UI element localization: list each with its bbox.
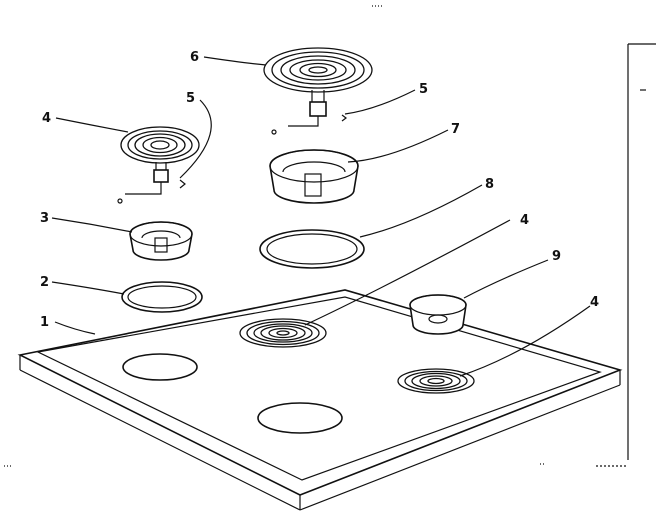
callout-8: 8 (485, 177, 494, 192)
drip-bowl-part-7 (269, 149, 359, 204)
trim-ring-part-2 (121, 281, 203, 313)
callout-5-left: 5 (186, 91, 195, 106)
callout-4-right: 4 (590, 295, 599, 310)
receptacle-part-5-left (179, 179, 186, 189)
callout-4-left: 4 (42, 111, 51, 126)
drip-bowl-part-3 (129, 221, 193, 261)
callout-4-center: 4 (520, 213, 529, 228)
leader-lines (51, 56, 591, 377)
trim-ring-part-8 (259, 229, 365, 269)
callout-6: 6 (190, 50, 199, 65)
callout-3: 3 (40, 211, 49, 226)
drip-bowl-part-9 (409, 294, 467, 335)
callout-2: 2 (40, 275, 49, 290)
callouts: 1 2 3 4 5 6 5 7 8 4 9 4 (40, 50, 599, 330)
surface-unit-part-4 (117, 126, 200, 204)
page-edge-mark (627, 43, 656, 460)
installed-surface-unit-right (397, 368, 475, 394)
burner-opening-front-left (122, 353, 198, 381)
callout-5-right: 5 (419, 82, 428, 97)
cooktop-panel-part-1 (17, 289, 623, 511)
burner-opening-front-center (257, 402, 343, 434)
receptacle-part-5-right (341, 114, 347, 122)
installed-surface-unit-rear (239, 318, 327, 348)
callout-7: 7 (451, 122, 460, 137)
callout-1: 1 (40, 315, 49, 330)
callout-9: 9 (552, 249, 561, 264)
surface-unit-part-6 (263, 47, 373, 135)
scan-marks (4, 5, 626, 467)
